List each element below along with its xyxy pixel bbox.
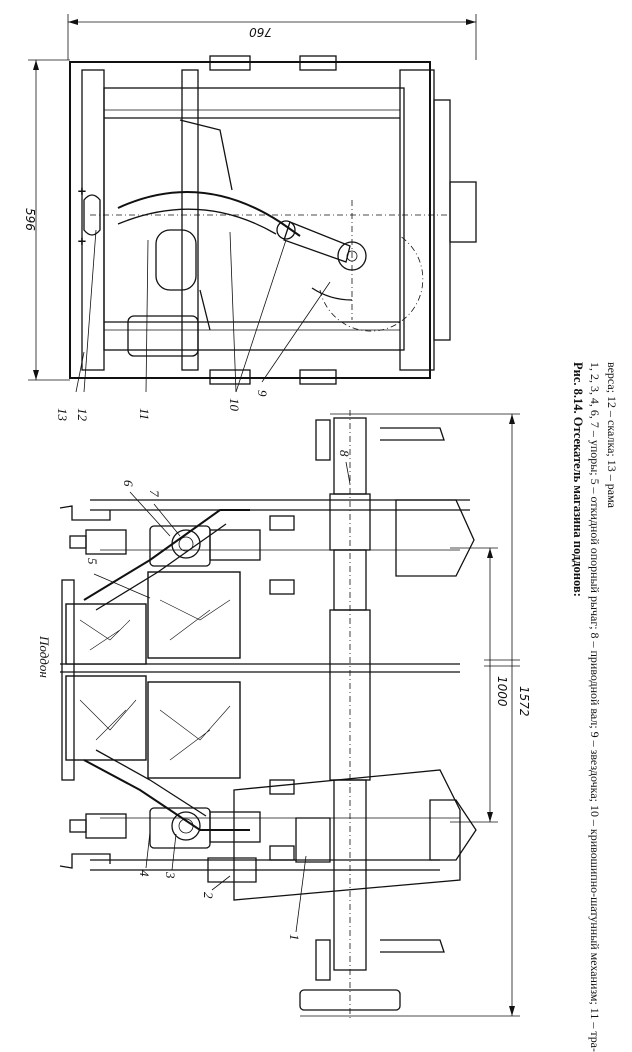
- label-13: 13: [55, 408, 70, 422]
- label-6: 6: [121, 480, 136, 487]
- right-view: 760 596: [23, 14, 477, 422]
- dim-760: 760: [249, 25, 272, 39]
- pallet-label: Поддон: [37, 635, 52, 678]
- caption-title: Рис. 8.14. Отсекатель магазина поддонов:: [571, 362, 585, 597]
- label-8: 8: [337, 450, 352, 457]
- caption-line-2: верса; 12 – скалка; 13 – рама: [605, 362, 619, 509]
- label-1: 1: [287, 934, 302, 941]
- svg-text:+: +: [78, 185, 86, 200]
- caption-line-1: 1, 2, 3, 4, 6, 7 – упоры; 5 – откидной о…: [588, 362, 602, 1052]
- label-5: 5: [85, 558, 100, 565]
- svg-text:+: +: [78, 235, 86, 250]
- label-7: 7: [147, 490, 162, 497]
- label-11: 11: [137, 408, 152, 420]
- label-4: 4: [137, 870, 152, 877]
- caption: Рис. 8.14. Отсекатель магазина поддонов:…: [571, 362, 619, 1052]
- pallet-block-2: [65, 675, 147, 761]
- pallet-block-1: [65, 603, 147, 665]
- label-12: 12: [75, 408, 90, 422]
- pallet-block-4: [147, 681, 241, 779]
- label-2: 2: [201, 892, 216, 899]
- label-3: 3: [163, 871, 178, 879]
- label-10: 10: [227, 398, 242, 412]
- dim-596: 596: [23, 208, 37, 231]
- left-view: 1572 1000: [37, 410, 531, 1020]
- dim-1000: 1000: [495, 676, 509, 707]
- label-9: 9: [255, 390, 270, 397]
- dim-1572: 1572: [517, 686, 531, 717]
- pallet-block-3: [147, 571, 241, 659]
